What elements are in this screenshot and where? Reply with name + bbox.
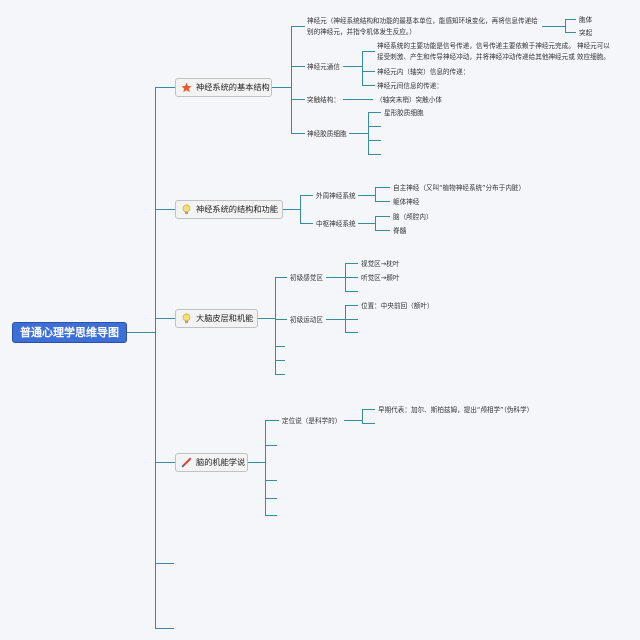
topic-nervous-system-basic-structure[interactable]: 神经系统的基本结构 bbox=[175, 78, 272, 97]
topic-label: 脑的机能学说 bbox=[196, 457, 246, 467]
subtopic-neuron-communication[interactable]: 神经元通信 bbox=[307, 62, 340, 71]
topic-label: 神经系统的基本结构 bbox=[196, 82, 270, 92]
star-icon bbox=[181, 82, 192, 93]
subtopic-spinal-cord[interactable]: 脊髓 bbox=[393, 226, 407, 235]
subtopic-synapse-structure[interactable]: 突触结构： bbox=[307, 95, 340, 104]
topic-nervous-system-structure-function[interactable]: 神经系统的结构和功能 bbox=[175, 200, 283, 219]
subtopic-auditory-area[interactable]: 听觉区→颞叶 bbox=[361, 273, 400, 282]
subtopic-intra-neuron-transmission[interactable]: 神经元内（轴突）信息的传递： bbox=[377, 67, 470, 76]
pen-icon bbox=[181, 457, 192, 468]
connector-peripheral-nervous-system bbox=[358, 187, 390, 202]
subtopic-peripheral-nervous-system[interactable]: 外周神经系统 bbox=[316, 191, 356, 200]
subtopic-astrocytes[interactable]: 星形胶质细胞 bbox=[384, 108, 424, 117]
subtopic-synaptic-knob[interactable]: （轴突末梢）突触小体 bbox=[376, 95, 442, 104]
connector-structure-function bbox=[283, 195, 313, 224]
connector-glial-cells bbox=[349, 112, 381, 155]
subtopic-glial-cells[interactable]: 神经胶质细胞 bbox=[307, 129, 347, 138]
subtopic-central-nervous-system[interactable]: 中枢神经系统 bbox=[316, 219, 356, 228]
lightbulb-icon bbox=[182, 313, 191, 324]
connector-neuron bbox=[542, 19, 576, 33]
connector-cerebral-cortex bbox=[258, 277, 287, 375]
subtopic-early-representatives[interactable]: 早期代表：加尔、斯柏兹姆，提出“颅相学”（伪科学） bbox=[378, 405, 534, 414]
subtopic-inter-neuron-transmission[interactable]: 神经元间信息的传递： bbox=[377, 81, 443, 90]
topic-label: 大脑皮层和机能 bbox=[196, 313, 254, 323]
subtopic-brain[interactable]: 脑（颅腔内） bbox=[393, 212, 433, 221]
connector-neuron-communication bbox=[343, 51, 375, 86]
subtopic-neuron-process[interactable]: 突起 bbox=[579, 28, 593, 37]
topic-label: 神经系统的结构和功能 bbox=[196, 204, 278, 214]
subtopic-signal-transmission-note[interactable]: 神经系统的主要功能是信号传递，信号传递主要依赖于神经元完成。 神经元可以接受刺激… bbox=[377, 42, 610, 61]
subtopic-autonomic-nerves[interactable]: 自主神经（又叫“植物神经系统”分布于内脏） bbox=[393, 183, 526, 192]
lightbulb-icon bbox=[182, 204, 191, 215]
root-topic[interactable]: 普通心理学思维导图 bbox=[12, 322, 127, 343]
connector-brain-function-theories bbox=[248, 420, 279, 516]
subtopic-cell-body[interactable]: 胞体 bbox=[579, 15, 593, 24]
topic-brain-function-theories[interactable]: 脑的机能学说 bbox=[175, 453, 248, 472]
connector-to-main-topics bbox=[155, 87, 175, 463]
subtopic-somatic-nerves[interactable]: 躯体神经 bbox=[393, 197, 420, 206]
connector-central-nervous-system bbox=[358, 216, 390, 231]
connector-localization-theory bbox=[344, 409, 375, 424]
subtopic-neuron[interactable]: 神经元（神经系统结构和功能的最基本单位，能感知环境变化，再将信息传递给别的神经元… bbox=[307, 17, 538, 36]
subtopic-localization-theory[interactable]: 定位说（是科学的） bbox=[282, 416, 342, 425]
subtopic-primary-sensory-area[interactable]: 初级感觉区 bbox=[290, 273, 323, 282]
subtopic-visual-area[interactable]: 视觉区→枕叶 bbox=[361, 259, 400, 268]
topic-cerebral-cortex-function[interactable]: 大脑皮层和机能 bbox=[175, 309, 258, 328]
subtopic-motor-area-location[interactable]: 位置：中央前回（额叶） bbox=[361, 301, 434, 310]
connector-basic-structure bbox=[272, 26, 305, 134]
subtopic-primary-motor-area[interactable]: 初级运动区 bbox=[290, 315, 323, 324]
connector-primary-sensory-area bbox=[326, 263, 358, 292]
